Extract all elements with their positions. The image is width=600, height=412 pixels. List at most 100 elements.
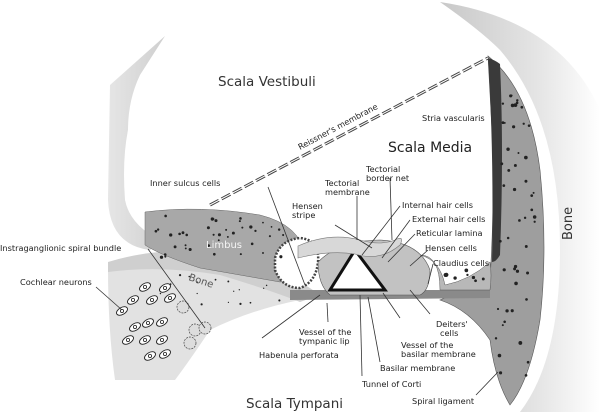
label-inner-sulcus-cells: Inner sulcus cells (150, 178, 220, 188)
nucleus-dot (239, 302, 242, 305)
nucleus-dot (453, 276, 457, 280)
label-internal-hair-cells: Internal hair cells (402, 200, 473, 210)
nucleus-dot (522, 122, 525, 125)
nucleus-dot (524, 373, 528, 377)
nucleus-dot (494, 337, 498, 340)
neuron-cell (159, 283, 171, 293)
nucleus-dot (196, 292, 198, 295)
nucleus-dot (510, 103, 515, 108)
nucleus-dot (159, 255, 164, 259)
nucleus-dot (214, 219, 218, 223)
nucleus-dot (505, 309, 509, 313)
nucleus-dot (226, 235, 229, 238)
nucleus-dot (268, 235, 271, 238)
label-tectorial-border-net-2: border net (366, 173, 410, 183)
nucleus-dot (225, 228, 228, 231)
neuron-nucleus (149, 297, 154, 302)
nucleus-dot (238, 220, 241, 223)
nucleus-dot (510, 309, 514, 313)
nucleus-dot (206, 226, 210, 230)
nucleus-dot (227, 280, 230, 283)
nucleus-dot (169, 233, 173, 237)
nucleus-dot (282, 234, 285, 237)
nucleus-dot (516, 99, 519, 102)
outer-bone-right (440, 2, 600, 412)
nucleus-dot (270, 226, 273, 228)
nucleus-dot (520, 105, 524, 109)
nucleus-dot (523, 216, 527, 220)
nucleus-dot (466, 273, 469, 277)
neuron-cell (164, 293, 176, 303)
spiral-ganglion-bone (108, 260, 300, 380)
nucleus-dot (499, 371, 503, 375)
nucleus-dot (526, 271, 530, 275)
nucleus-dot (249, 225, 253, 229)
nucleus-dot (502, 268, 506, 272)
nucleus-dot (506, 147, 510, 151)
label-deiters-cells-2: cells (440, 328, 458, 338)
nucleus-dot (513, 267, 517, 271)
nucleus-dot (249, 301, 252, 304)
nucleus-dot (227, 301, 230, 304)
label-tectorial-membrane-2: membrane (325, 187, 370, 197)
nucleus-dot (481, 277, 485, 281)
osseous-spiral-lamina (108, 251, 320, 302)
nucleus-dot (532, 191, 535, 194)
neuron-nucleus (162, 351, 167, 356)
nucleus-dot (262, 221, 264, 224)
nucleus-dot (518, 219, 521, 222)
nucleus-dot (233, 290, 235, 292)
nucleus-dot (502, 184, 506, 187)
nucleus-dot (497, 353, 502, 358)
nucleus-dot (278, 299, 281, 302)
nucleus-dot (498, 239, 502, 243)
stria-vascularis (488, 58, 502, 262)
modiolus-bone-left (108, 36, 165, 250)
nucleus-dot (513, 103, 518, 107)
nucleus-dot (525, 298, 528, 301)
label-bone-right: Bone (561, 207, 576, 240)
label-deiters-cells-1: Deiters' (436, 319, 468, 329)
label-limbus: Limbus (206, 240, 242, 251)
neuron-cell (156, 317, 168, 327)
nucleus-dot (515, 101, 519, 105)
nucleus-dot (524, 155, 528, 160)
label-habenula-perforata: Habenula perforata (259, 350, 339, 360)
nucleus-dot (526, 360, 530, 364)
claudius-cells (419, 254, 492, 291)
nucleus-dot (533, 220, 536, 223)
neuron-cell (139, 282, 151, 292)
tunnel-of-corti (327, 247, 388, 292)
nucleus-dot (178, 273, 182, 277)
nucleus-dot (513, 163, 517, 167)
neuron-cell (142, 318, 154, 328)
neuron-cell (159, 349, 171, 359)
nucleus-dot (184, 247, 187, 250)
nucleus-dot (254, 229, 257, 232)
neuron-nucleus (126, 337, 131, 342)
nucleus-dot (501, 102, 505, 105)
label-vessel-tympanic-lip-2: tympanic lip (299, 336, 350, 346)
nucleus-dot (262, 251, 264, 254)
nucleus-dot (527, 124, 531, 127)
nucleus-dot (518, 341, 523, 345)
neuron-nucleus (132, 324, 137, 329)
nucleus-dot (263, 287, 265, 289)
neuron-nucleus (142, 337, 147, 342)
nucleus-dot (250, 242, 254, 246)
nucleus-dot (471, 275, 476, 280)
nucleus-dot (530, 208, 534, 212)
cochlear-neuron-glyphs (116, 282, 212, 361)
nucleus-dot (163, 253, 167, 256)
nucleus-dot (500, 162, 504, 166)
neuron-nucleus (142, 284, 147, 289)
nucleus-dot (265, 284, 268, 287)
neuron-nucleus (159, 337, 164, 342)
neuron-nucleus (145, 320, 150, 325)
nucleus-dot (506, 236, 510, 240)
nucleus-dot (210, 217, 215, 221)
nucleus-dot (238, 289, 240, 291)
nucleus-dot (212, 233, 215, 236)
nucleus-dot (524, 245, 528, 248)
